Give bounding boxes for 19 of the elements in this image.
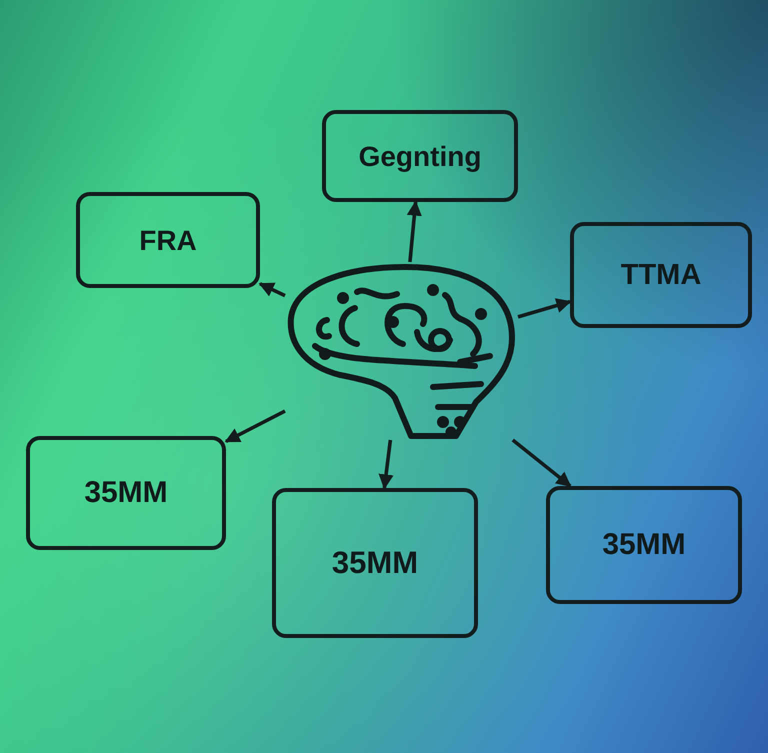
concept-box [272, 488, 478, 638]
arrow [258, 282, 286, 298]
arrow [512, 438, 572, 488]
arrow [406, 200, 422, 262]
arrow [378, 440, 394, 490]
node-label: FRA [139, 224, 197, 258]
arrow [518, 298, 572, 319]
concept-box [26, 436, 226, 550]
node-label: 35MM [602, 527, 686, 564]
arrow [224, 409, 286, 444]
concept-box [570, 222, 752, 328]
node-label: 35MM [332, 544, 418, 582]
brain-illustration [285, 262, 518, 440]
node-label: TTMA [620, 258, 702, 293]
concept-box [322, 110, 518, 202]
node-label: Gegnting [358, 140, 482, 174]
concept-box [546, 486, 742, 604]
node-label: 35MM [84, 475, 168, 512]
concept-box [76, 192, 260, 288]
